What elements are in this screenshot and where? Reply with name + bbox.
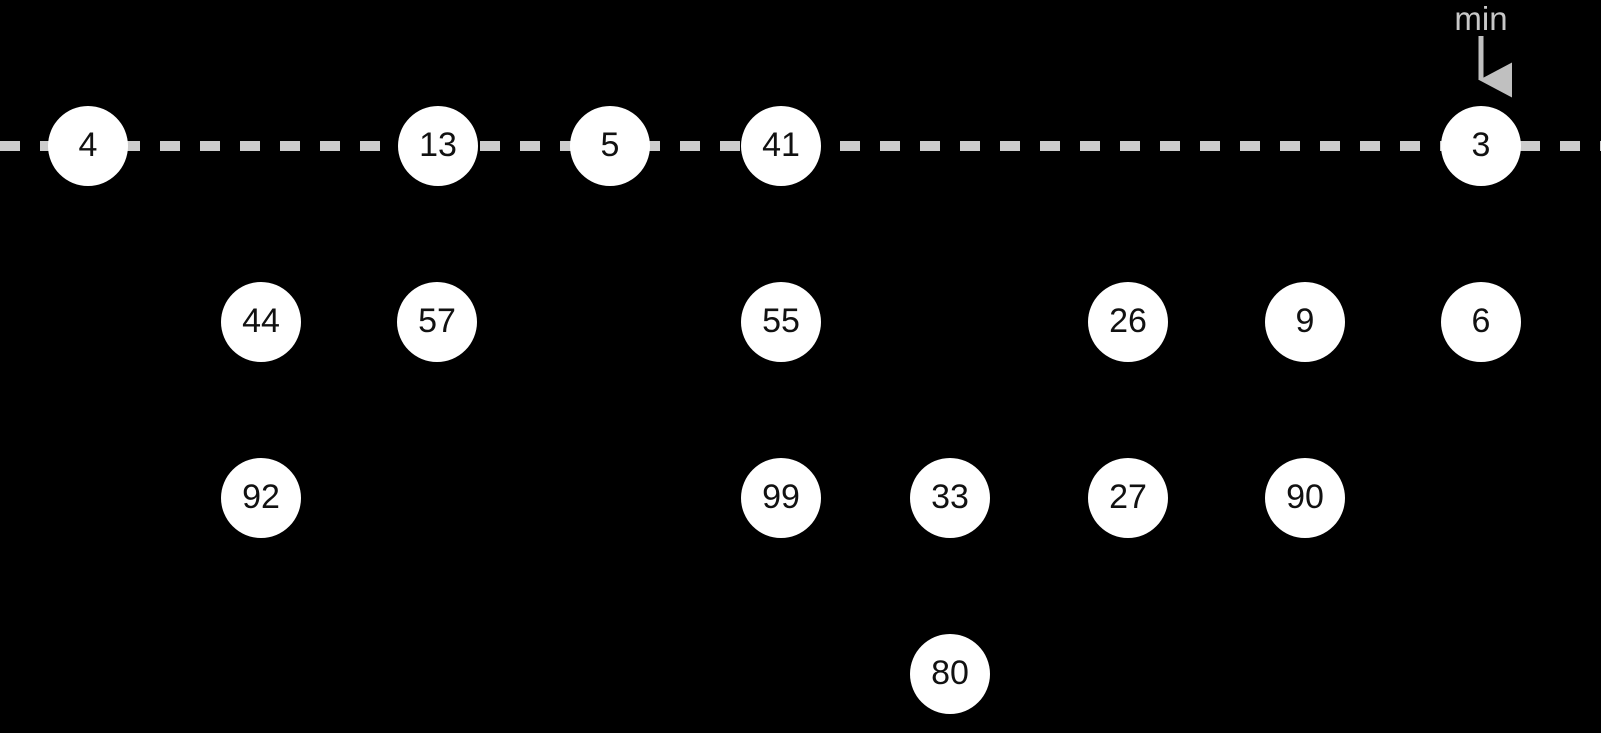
node-value: 33: [931, 478, 969, 516]
node-92[interactable]: 92: [221, 458, 301, 538]
node-80[interactable]: 80: [910, 634, 990, 714]
node-value: 80: [931, 654, 969, 692]
node-99[interactable]: 99: [741, 458, 821, 538]
node-55[interactable]: 55: [741, 282, 821, 362]
node-57[interactable]: 57: [397, 282, 477, 362]
list-node-3[interactable]: 3: [1441, 106, 1521, 186]
node-value: 92: [242, 478, 280, 516]
node-value: 9: [1295, 302, 1315, 340]
node-value: 3: [1471, 126, 1491, 164]
node-value: 5: [600, 126, 620, 164]
node-value: 27: [1109, 478, 1147, 516]
list-node-13[interactable]: 13: [398, 106, 478, 186]
list-node-41[interactable]: 41: [741, 106, 821, 186]
node-value: 99: [762, 478, 800, 516]
node-27[interactable]: 27: [1088, 458, 1168, 538]
node-6[interactable]: 6: [1441, 282, 1521, 362]
min-pointer-label: min: [1454, 0, 1508, 37]
node-value: 4: [78, 126, 98, 164]
list-node-4[interactable]: 4: [48, 106, 128, 186]
list-node-5[interactable]: 5: [570, 106, 650, 186]
node-9[interactable]: 9: [1265, 282, 1345, 362]
node-26[interactable]: 26: [1088, 282, 1168, 362]
node-value: 26: [1109, 302, 1147, 340]
node-90[interactable]: 90: [1265, 458, 1345, 538]
node-33[interactable]: 33: [910, 458, 990, 538]
node-value: 44: [242, 302, 280, 340]
node-value: 55: [762, 302, 800, 340]
node-value: 13: [419, 126, 457, 164]
node-44[interactable]: 44: [221, 282, 301, 362]
node-value: 57: [418, 302, 456, 340]
node-value: 41: [762, 126, 800, 164]
node-value: 90: [1286, 478, 1324, 516]
node-value: 6: [1471, 302, 1491, 340]
